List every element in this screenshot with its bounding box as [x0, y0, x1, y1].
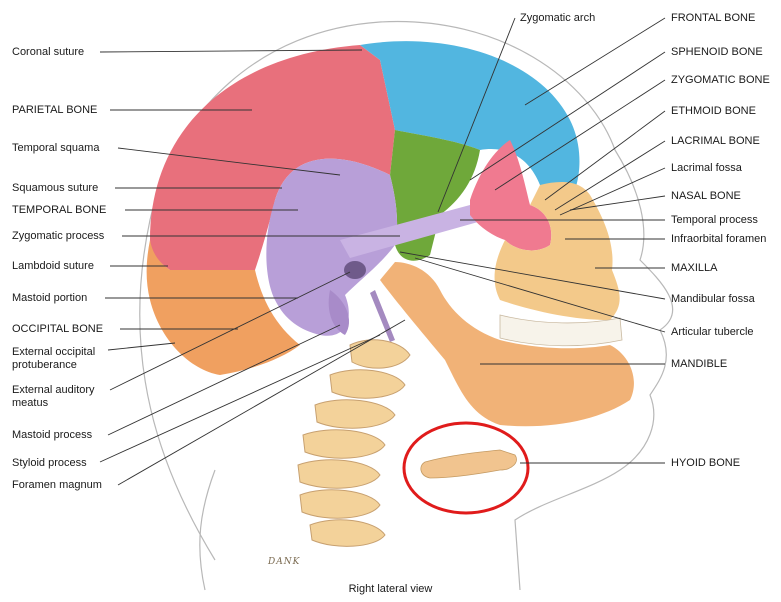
label-squamous-suture: Squamous suture [12, 182, 98, 195]
label-infraorbital-foramen: Infraorbital foramen [671, 233, 766, 246]
label-styloid-process: Styloid process [12, 457, 87, 470]
label-lacrimal-fossa: Lacrimal fossa [671, 162, 742, 175]
label-mandibular-fossa: Mandibular fossa [671, 293, 755, 306]
external-auditory-meatus-shape [344, 261, 366, 279]
styloid-process-shape [370, 290, 395, 342]
label-lambdoid-suture: Lambdoid suture [12, 260, 94, 273]
label-nasal-bone: NASAL BONE [671, 190, 741, 203]
label-maxilla: MAXILLA [671, 262, 717, 275]
label-mastoid-process: Mastoid process [12, 429, 92, 442]
label-zygomatic-process: Zygomatic process [12, 230, 104, 243]
label-coronal-suture: Coronal suture [12, 46, 84, 59]
label-occipital-bone: OCCIPITAL BONE [12, 323, 103, 336]
label-zygomatic-arch: Zygomatic arch [520, 12, 595, 25]
hyoid-bone-shape [421, 450, 517, 478]
label-ethmoid-bone: ETHMOID BONE [671, 105, 756, 118]
label-frontal-bone: FRONTAL BONE [671, 12, 755, 25]
label-temporal-process: Temporal process [671, 214, 758, 227]
label-hyoid-bone: HYOID BONE [671, 457, 740, 470]
artist-signature: DANK [268, 557, 300, 567]
label-external-auditory-meatus: External auditory meatus [12, 384, 112, 410]
label-external-occipital-protuberance: External occipital protuberance [12, 346, 110, 372]
label-mandible: MANDIBLE [671, 358, 727, 371]
label-temporal-bone: TEMPORAL BONE [12, 204, 106, 217]
label-parietal-bone: PARIETAL BONE [12, 104, 97, 117]
label-foramen-magnum: Foramen magnum [12, 479, 102, 492]
label-zygomatic-bone: ZYGOMATIC BONE [671, 74, 770, 87]
back-of-neck-outline [200, 470, 215, 590]
label-articular-tubercle: Articular tubercle [671, 326, 754, 339]
label-mastoid-portion: Mastoid portion [12, 292, 87, 305]
label-lacrimal-bone: LACRIMAL BONE [671, 135, 760, 148]
label-temporal-squama: Temporal squama [12, 142, 99, 155]
cervical-vertebrae [298, 340, 410, 547]
label-sphenoid-bone: SPHENOID BONE [671, 46, 763, 59]
view-caption: Right lateral view [0, 583, 781, 595]
